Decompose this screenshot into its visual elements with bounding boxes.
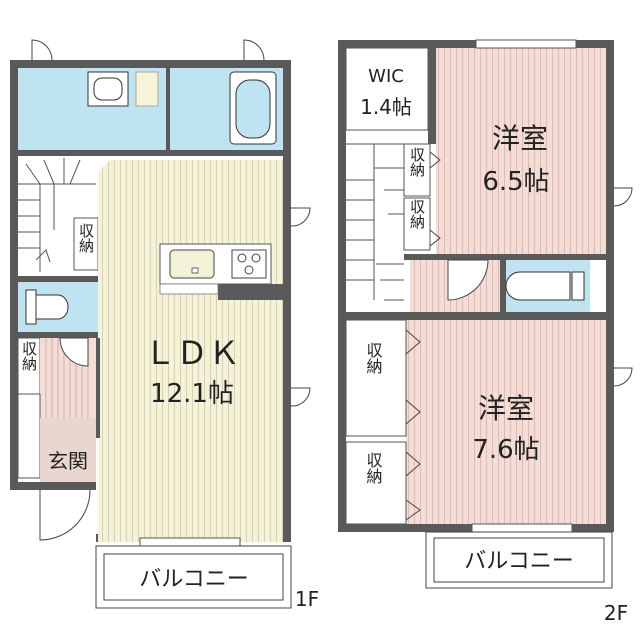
floor2-wic-name: WIC [368, 66, 404, 87]
floor2-label: 2F [604, 601, 628, 625]
floor2-room-b [406, 320, 606, 524]
floor1-ldk-name: ＬＤＫ [144, 334, 240, 372]
floor1-ldk-floor [98, 160, 283, 542]
floor2-storage-4-label: 収納 [364, 452, 383, 485]
floor2-wic [345, 47, 429, 131]
floor-2: WIC 1.4帖 洋室 6.5帖 収納 収納 [338, 39, 633, 625]
floor-1: 収納 収納 玄関 [10, 39, 319, 611]
floor2-storage-2-label: 収納 [408, 199, 426, 230]
floor2-room-a [436, 48, 606, 254]
floor2-storage-3-label: 収納 [364, 342, 383, 375]
floor1-balcony-label: バルコニー [139, 567, 249, 592]
floor1-ldk-size: 12.1帖 [150, 379, 234, 409]
floor2-balcony-label: バルコニー [464, 549, 574, 574]
floor1-storage-2-label: 収納 [20, 341, 38, 372]
floor2-wic-size: 1.4帖 [360, 95, 412, 119]
floor2-stairs [346, 143, 404, 301]
floor2-room-b-size: 7.6帖 [472, 435, 539, 465]
floor1-genkan-label: 玄関 [48, 449, 88, 473]
floor1-storage-1-label: 収納 [77, 223, 95, 254]
floor1-genkan [40, 418, 96, 482]
floor2-storage-1-label: 収納 [408, 147, 426, 178]
floor2-room-a-size: 6.5帖 [482, 167, 549, 197]
floor2-room-b-name: 洋室 [478, 392, 534, 425]
floor2-room-a-name: 洋室 [492, 122, 548, 155]
floor1-label: 1F [295, 587, 319, 611]
